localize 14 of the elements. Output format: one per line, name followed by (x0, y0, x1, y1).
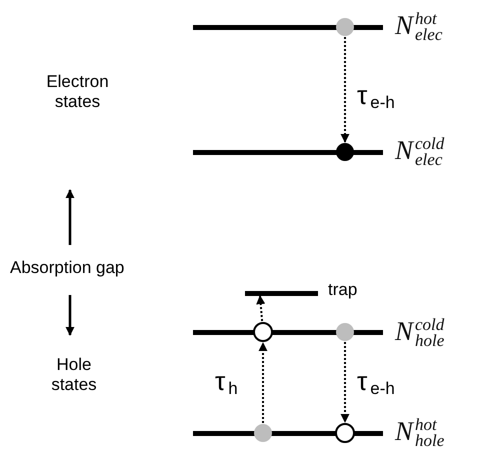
level-label: trap (328, 280, 358, 300)
state-circle (336, 18, 354, 36)
state-circle (335, 423, 355, 443)
text-label: Absorption gap (10, 258, 124, 278)
dotted-arrow (340, 342, 350, 423)
state-circle (253, 322, 273, 342)
state-circle (336, 143, 354, 161)
dotted-arrow (340, 37, 350, 143)
state-circle (254, 424, 272, 442)
state-circle (336, 323, 354, 341)
dotted-arrow (256, 295, 266, 322)
text-label: Electron states (45, 72, 110, 113)
text-label: Hole states (50, 355, 98, 396)
dotted-arrow (258, 342, 268, 423)
